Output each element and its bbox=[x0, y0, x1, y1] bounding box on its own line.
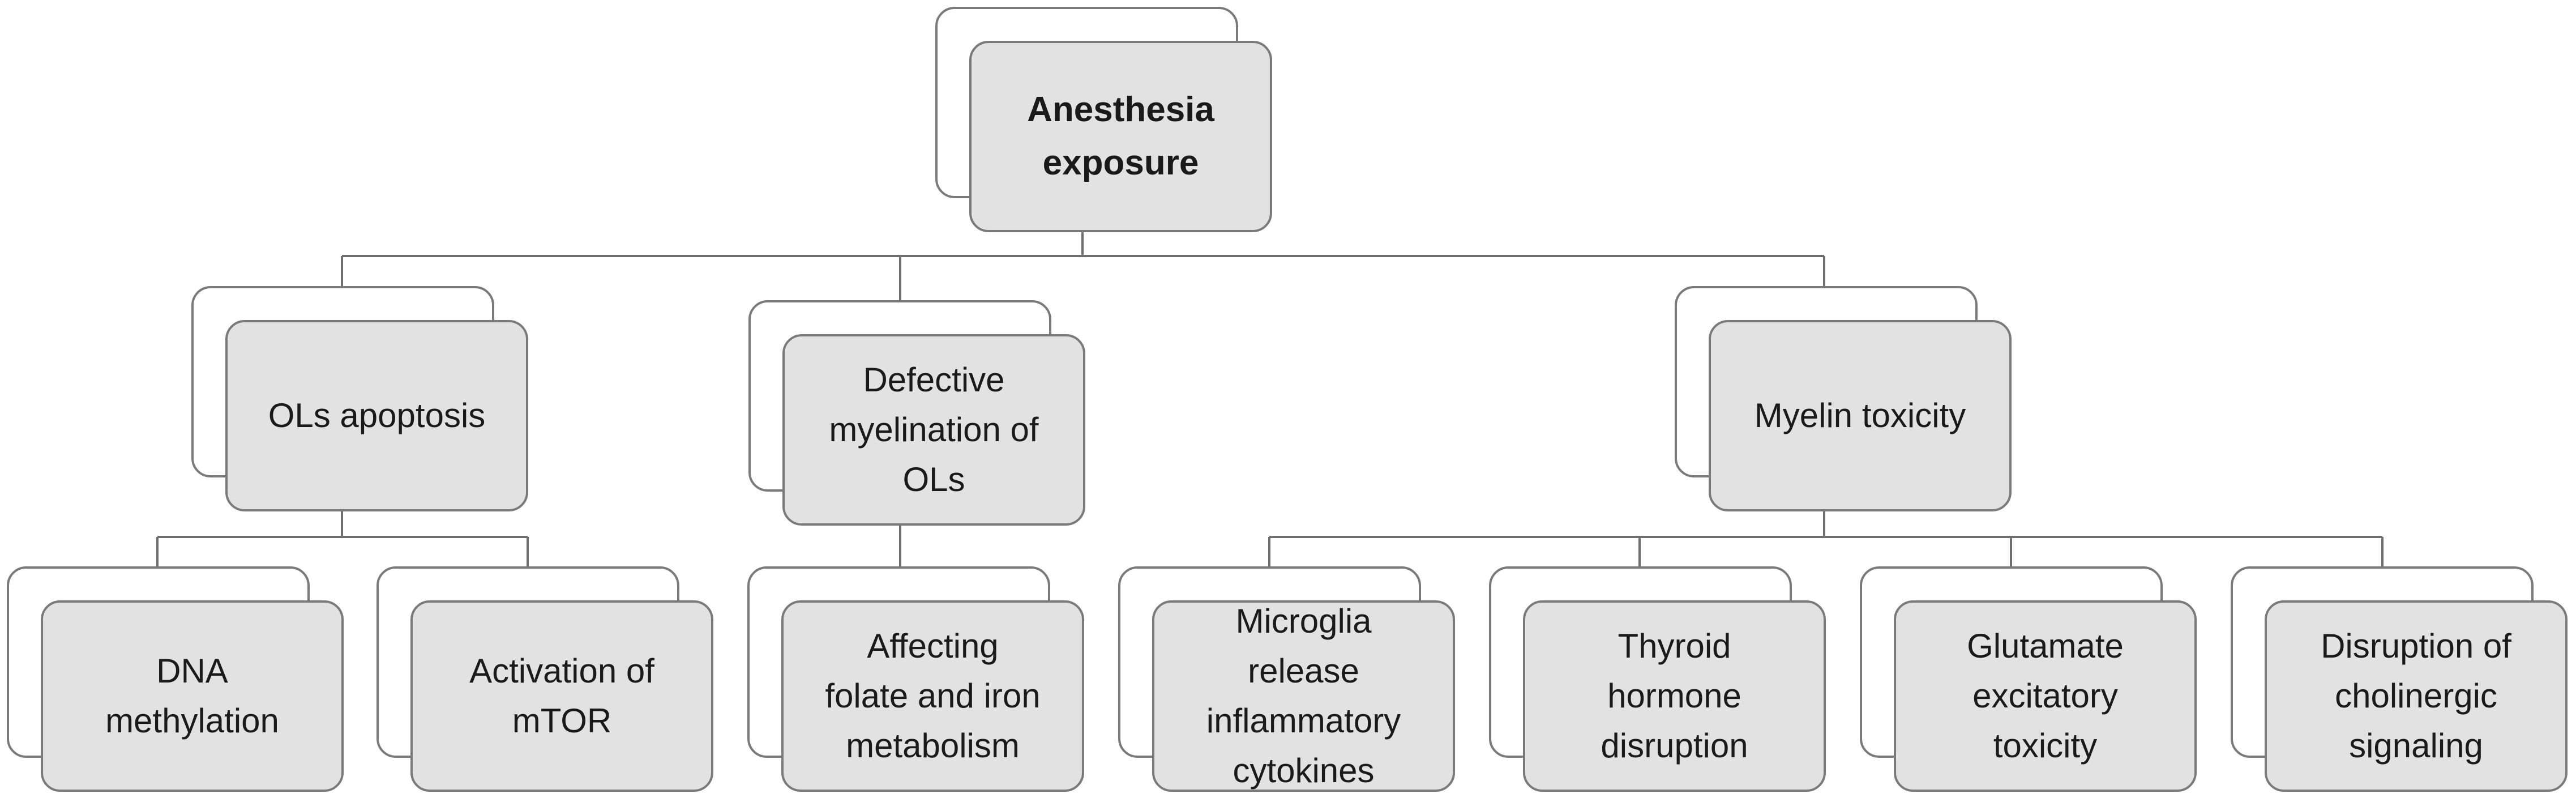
node-front-shape: Disruption of cholinergic signaling bbox=[2265, 600, 2568, 792]
node-label: Defective myelination of OLs bbox=[829, 361, 1039, 498]
node-front-shape: Activation of mTOR bbox=[410, 600, 713, 792]
node-front-shape: Affecting folate and iron metabolism bbox=[781, 600, 1084, 792]
node-front-shape: Myelin toxicity bbox=[1709, 320, 2012, 511]
node-front-shape: OLs apoptosis bbox=[225, 320, 528, 511]
node-label: DNA methylation bbox=[105, 652, 279, 740]
node-label: Glutamate excitatory toxicity bbox=[1967, 627, 2124, 765]
node-label: Affecting folate and iron metabolism bbox=[825, 627, 1041, 765]
node-label: Disruption of cholinergic signaling bbox=[2321, 627, 2511, 765]
node-label: Anesthesia exposure bbox=[1027, 90, 1214, 182]
node-front-shape: Anesthesia exposure bbox=[969, 41, 1272, 232]
node-front-shape: DNA methylation bbox=[41, 600, 344, 792]
node-front-shape: Glutamate excitatory toxicity bbox=[1894, 600, 2197, 792]
node-front-shape: Thyroid hormone disruption bbox=[1523, 600, 1826, 792]
node-label: Activation of mTOR bbox=[469, 652, 654, 740]
node-label: Myelin toxicity bbox=[1754, 396, 1966, 434]
node-label: Microglia release inflammatory cytokines bbox=[1206, 602, 1401, 790]
node-label: Thyroid hormone disruption bbox=[1601, 627, 1748, 765]
node-front-shape: Defective myelination of OLs bbox=[782, 334, 1085, 526]
node-front-shape: Microglia release inflammatory cytokines bbox=[1152, 600, 1455, 792]
node-label: OLs apoptosis bbox=[268, 396, 486, 434]
